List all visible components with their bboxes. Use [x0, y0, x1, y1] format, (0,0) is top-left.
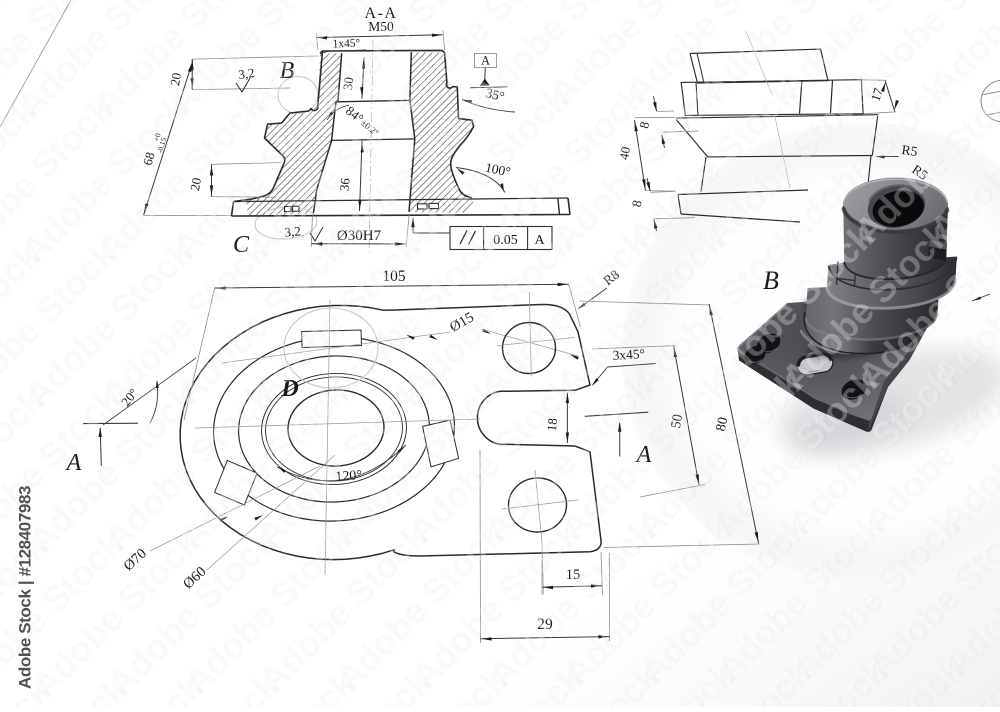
svg-text:Adobe Stock | #128407983: Adobe Stock | #128407983 — [16, 486, 35, 689]
